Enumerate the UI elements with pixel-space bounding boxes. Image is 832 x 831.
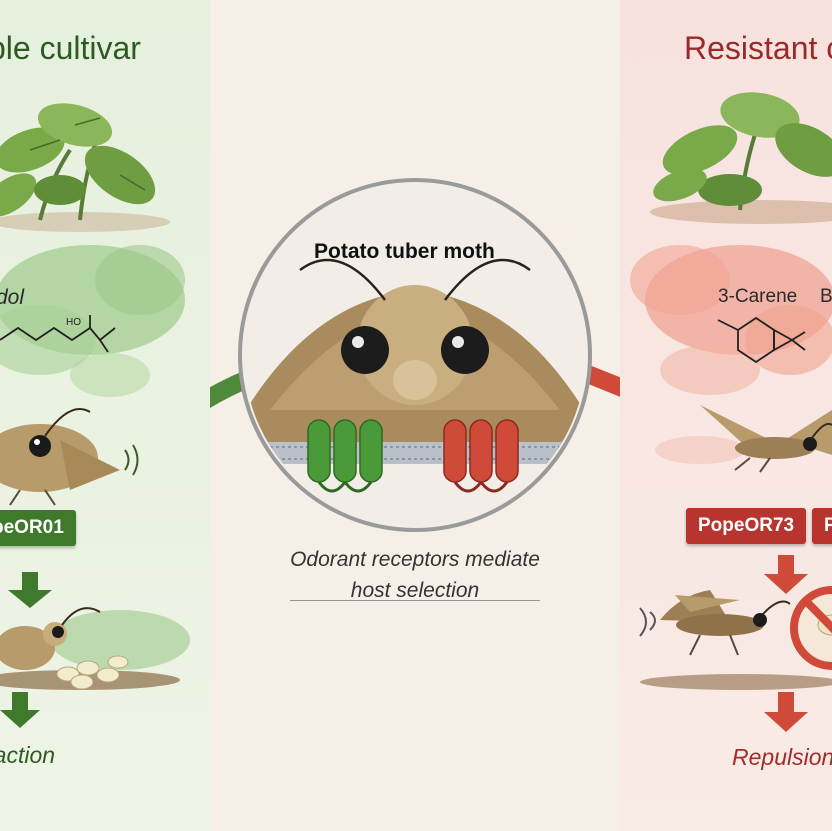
hydroxyl-label: HO xyxy=(66,317,81,328)
green-scent-cloud-icon xyxy=(0,245,185,397)
attractant-compound-label: dol xyxy=(0,286,25,309)
moth-title: Potato tuber moth xyxy=(314,240,495,263)
moth-receptor-panel: Potato tuber moth Odorant receptors medi… xyxy=(210,0,620,831)
no-eggs-icon xyxy=(790,586,832,670)
red-odorant-receptor-icon xyxy=(443,419,519,493)
resistant-panel: Resistant c xyxy=(620,0,832,831)
receptor-badge-second: Po xyxy=(812,508,832,544)
soil-strip xyxy=(640,674,832,690)
moth-oviposition-icon xyxy=(0,607,190,690)
resistant-illustration xyxy=(630,92,832,732)
down-arrow-icon xyxy=(764,692,808,732)
susceptible-panel: ble cultivar HO xyxy=(0,0,210,831)
receptor-badge-or73: PopeOR73 xyxy=(686,508,807,544)
down-arrow-icon xyxy=(8,572,52,608)
attraction-outcome-label: raction xyxy=(0,742,56,768)
receptor-badge-or01: peOR01 xyxy=(0,510,76,546)
down-arrow-icon xyxy=(0,692,40,728)
resistant-plant-icon xyxy=(650,92,832,224)
red-repulsion-arrow-icon xyxy=(581,366,620,397)
green-odorant-receptor-icon xyxy=(307,419,383,493)
repulsion-outcome-label: Repulsion xyxy=(732,744,832,770)
linalool-molecule-icon xyxy=(0,315,116,353)
moth-attracted-icon xyxy=(0,408,139,506)
receptor-caption: Odorant receptors mediate host selection xyxy=(290,548,540,602)
moth-repelled-icon xyxy=(700,405,832,473)
susceptible-title: ble cultivar xyxy=(0,30,141,66)
center-illustration xyxy=(210,178,620,532)
resistant-title: Resistant c xyxy=(684,30,832,66)
susceptible-illustration: HO xyxy=(0,103,190,728)
caption-divider xyxy=(290,600,540,601)
moth-leaving-icon xyxy=(639,590,791,656)
red-scent-cloud-icon xyxy=(630,245,832,464)
down-arrow-icon xyxy=(764,555,808,594)
carene-molecule-icon xyxy=(717,316,806,364)
repellent-compound-label-carene: 3-Carene xyxy=(718,286,798,307)
repellent-compound-label-2: B xyxy=(820,286,832,307)
potato-plant-icon xyxy=(0,103,170,232)
